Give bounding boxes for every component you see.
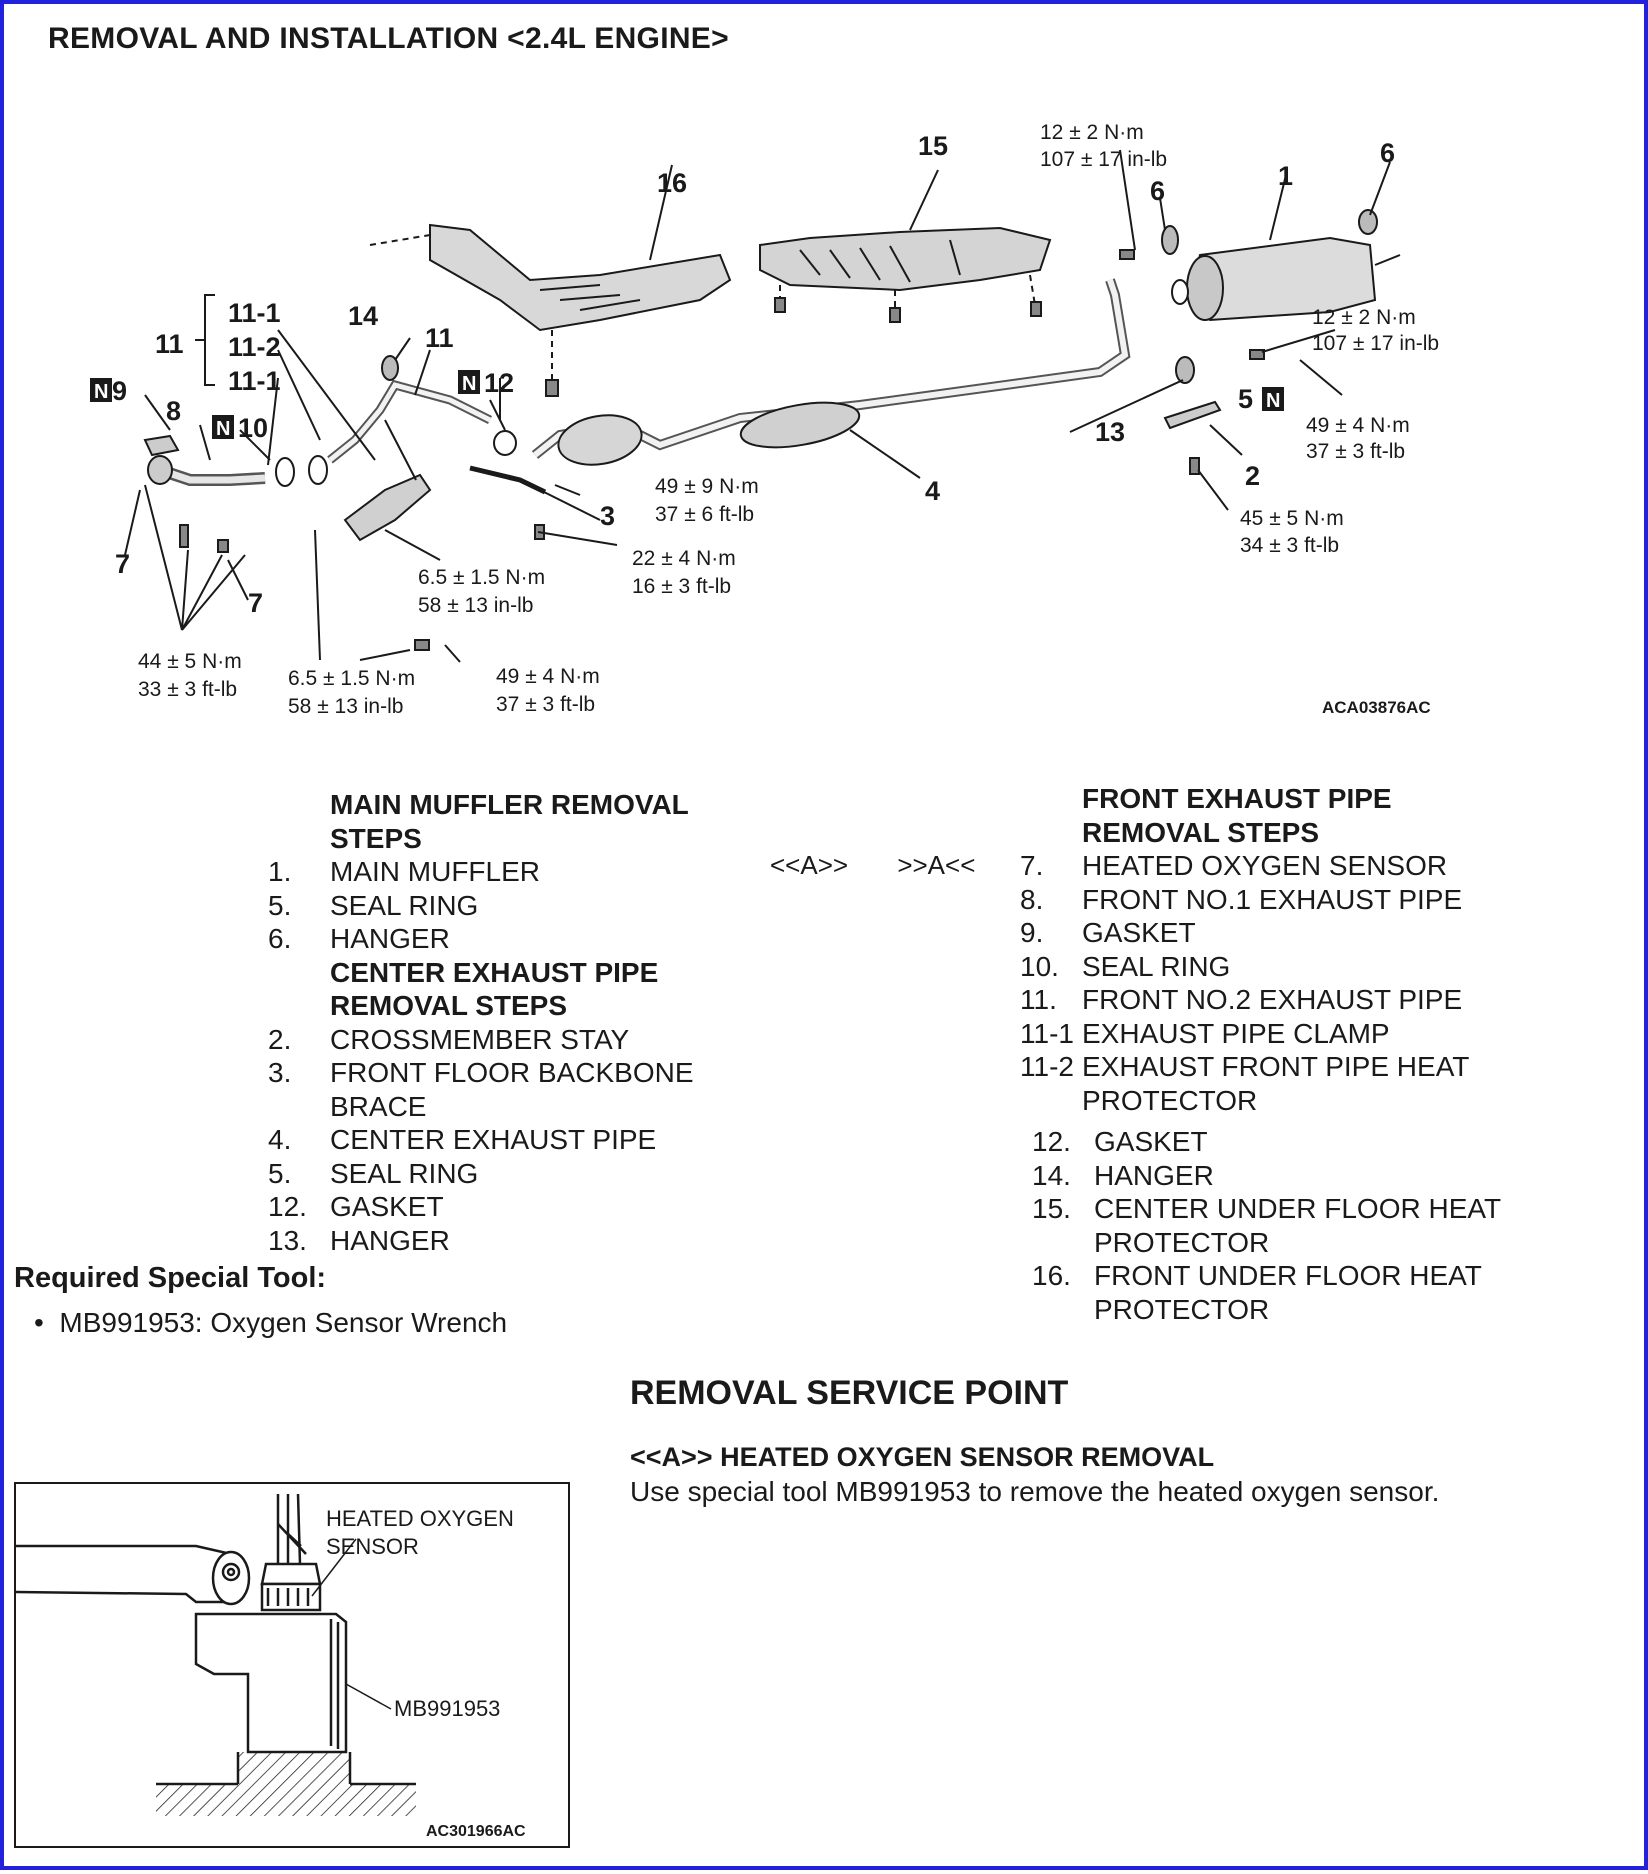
torque-33ftlb: 33 ± 3 ft-lb [138, 678, 237, 701]
oxygen-sensor-illustration: HEATED OXYGEN SENSOR MB991953 AC301966AC [15, 1493, 526, 1840]
list-item: 5.SEAL RING [268, 889, 479, 921]
list-item: 12.GASKET [268, 1191, 444, 1222]
torque-12nm-right: 12 ± 2 N·m [1312, 306, 1416, 329]
callout-7b: 7 [248, 588, 263, 618]
callout-10-label: 10 [238, 413, 268, 443]
torque-44nm: 44 ± 5 N·m [138, 650, 242, 673]
list-item: 15.CENTER UNDER FLOOR HEAT [1032, 1193, 1502, 1224]
callout-11-1a: 11-1 [228, 298, 281, 328]
n-badge-10: N [216, 418, 230, 440]
callout-14: 14 [348, 301, 378, 331]
list-item-continuation: PROTECTOR [1094, 1226, 1270, 1258]
torque-58inlb-b: 58 ± 13 in-lb [288, 695, 403, 718]
list-item: 4.CENTER EXHAUST PIPE [268, 1124, 657, 1155]
torque-22nm: 22 ± 4 N·m [632, 547, 736, 570]
torque-49nm-lower: 49 ± 4 N·m [496, 665, 600, 688]
list-item: 16.FRONT UNDER FLOOR HEAT [1032, 1260, 1482, 1291]
list-item: 6.HANGER [268, 923, 450, 954]
torque-45nm: 45 ± 5 N·m [1240, 507, 1344, 530]
callout-15: 15 [918, 131, 948, 161]
torque-37ftlb-lower: 37 ± 3 ft-lb [496, 693, 595, 716]
list-item: 5.SEAL RING [268, 1157, 479, 1189]
marker-removal: <<A>> [770, 850, 849, 880]
list-item: 9.GASKET [1020, 917, 1196, 948]
torque-107inlb-top: 107 ± 17 in-lb [1040, 148, 1167, 171]
callout-7a: 7 [115, 549, 130, 579]
callout-2: 2 [1245, 461, 1260, 491]
callout-4: 4 [925, 476, 940, 506]
torque-58inlb-a: 58 ± 13 in-lb [418, 594, 533, 617]
n-badge-9: N [94, 381, 108, 403]
main-muffler-header-1: MAIN MUFFLER REMOVAL [330, 789, 689, 820]
figure-code-inset: AC301966AC [426, 1823, 526, 1840]
torque-49nm-center: 49 ± 9 N·m [655, 475, 759, 498]
list-item: 8.FRONT NO.1 EXHAUST PIPE [1020, 883, 1463, 915]
callout-12-label: 12 [484, 368, 514, 398]
center-pipe-header-1: CENTER EXHAUST PIPE [330, 956, 659, 988]
callout-5-label: 5 [1238, 384, 1253, 414]
callout-11-2: 11-2 [228, 332, 281, 362]
oxygen-sensor-figure: HEATED OXYGEN SENSOR MB991953 AC301966AC [14, 1482, 570, 1848]
label-heated-oxygen-sensor-1: HEATED OXYGEN [326, 1506, 514, 1531]
callout-11-1b: 11-1 [228, 366, 281, 396]
center-pipe-header-2: REMOVAL STEPS [330, 990, 568, 1021]
callout-11: 11 [155, 329, 184, 359]
torque-49nm-right: 49 ± 4 N·m [1306, 414, 1410, 437]
label-heated-oxygen-sensor-2: SENSOR [326, 1534, 419, 1559]
callout-11b: 11 [425, 323, 454, 353]
callout-13: 13 [1095, 417, 1125, 447]
list-item: 10.SEAL RING [1020, 950, 1231, 982]
callout-3: 3 [600, 501, 615, 531]
torque-16ftlb: 16 ± 3 ft-lb [632, 575, 731, 598]
list-item: 12.GASKET [1032, 1126, 1208, 1157]
required-tool-heading: Required Special Tool: [14, 1262, 327, 1294]
callout-8: 8 [166, 396, 181, 426]
service-point-text: Use special tool MB991953 to remove the … [630, 1476, 1440, 1507]
list-item-continuation: PROTECTOR [1094, 1293, 1270, 1325]
list-item: 13.HANGER [268, 1224, 450, 1256]
n-badge-12: N [462, 373, 476, 395]
exhaust-exploded-diagram: 16 15 1 6 6 14 11 11 11-1 11-2 11-1 8 10… [90, 121, 1439, 718]
callout-6a: 6 [1150, 176, 1165, 206]
service-point-markers: <<A>> >>A<< [770, 850, 1017, 881]
front-pipe-header-2: REMOVAL STEPS [1082, 816, 1320, 848]
torque-107inlb-right: 107 ± 17 in-lb [1312, 332, 1439, 355]
service-point-subheading: <<A>> HEATED OXYGEN SENSOR REMOVAL [630, 1442, 1215, 1472]
list-item: 14.HANGER [1032, 1159, 1214, 1191]
list-item: 7.HEATED OXYGEN SENSOR [1020, 850, 1448, 881]
torque-37ftlb-center: 37 ± 6 ft-lb [655, 503, 754, 526]
torque-34ftlb: 34 ± 3 ft-lb [1240, 534, 1339, 557]
main-muffler-steps: MAIN MUFFLER REMOVAL STEPS 1.MAIN MUFFLE… [268, 788, 694, 1257]
list-item-continuation: PROTECTOR [1082, 1084, 1258, 1116]
callout-1: 1 [1278, 161, 1293, 191]
required-tool-item: • MB991953: Oxygen Sensor Wrench [34, 1307, 508, 1338]
main-muffler-header-2: STEPS [330, 822, 422, 854]
torque-12nm-top: 12 ± 2 N·m [1040, 121, 1144, 144]
callout-16: 16 [657, 168, 687, 198]
callout-9-label: 9 [112, 376, 127, 406]
list-item: 2.CROSSMEMBER STAY [268, 1023, 630, 1055]
page-title: REMOVAL AND INSTALLATION <2.4L ENGINE> [48, 22, 729, 55]
torque-37ftlb-right: 37 ± 3 ft-lb [1306, 440, 1405, 463]
removal-service-point-heading: REMOVAL SERVICE POINT [630, 1374, 1069, 1412]
n-badge-5: N [1266, 390, 1280, 412]
list-item: 11.FRONT NO.2 EXHAUST PIPE [1020, 984, 1463, 1015]
front-pipe-steps: FRONT EXHAUST PIPE REMOVAL STEPS 7.HEATE… [1020, 782, 1501, 1326]
bullet: • [34, 1307, 60, 1338]
list-item-continuation: BRACE [330, 1090, 427, 1122]
list-item: 3.FRONT FLOOR BACKBONE [268, 1057, 694, 1088]
torque-6.5nm-b: 6.5 ± 1.5 N·m [288, 667, 415, 690]
marker-installation: >>A<< [897, 850, 976, 880]
figure-code-main: ACA03876AC [1322, 698, 1431, 717]
front-pipe-header-1: FRONT EXHAUST PIPE [1082, 783, 1392, 814]
callout-6b: 6 [1380, 138, 1395, 168]
list-item: 1.MAIN MUFFLER [268, 856, 540, 887]
label-tool-code: MB991953 [394, 1696, 500, 1721]
torque-6.5nm-a: 6.5 ± 1.5 N·m [418, 566, 545, 589]
